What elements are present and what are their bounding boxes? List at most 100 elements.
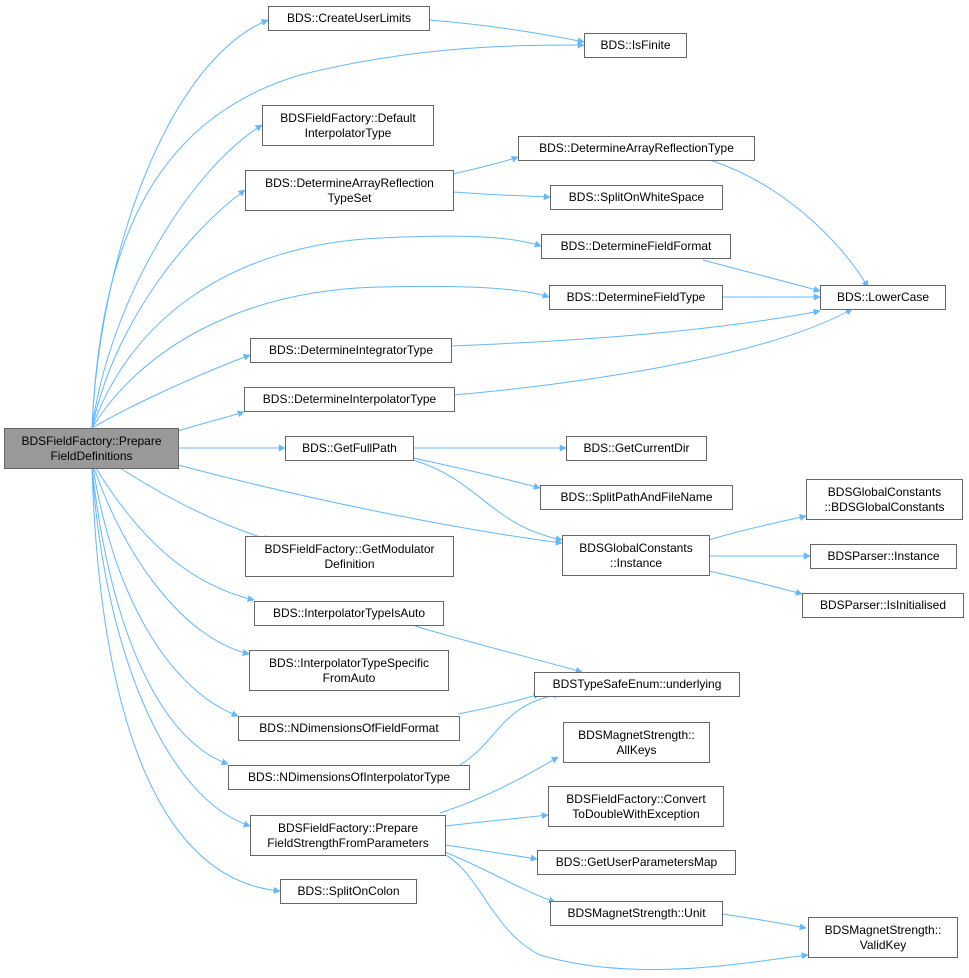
node-line: BDSTypeSafeEnum::underlying	[552, 677, 722, 691]
edge-prep-strength-user-params	[444, 844, 538, 862]
node-line: BDS::DetermineFieldFormat	[560, 239, 712, 253]
node-line: BDSFieldFactory::Convert	[566, 791, 706, 806]
node-determine-interpolator-type[interactable]: BDS::DetermineInterpolatorType	[244, 387, 455, 412]
edge-root-is-finite	[91, 41, 585, 429]
node-line: BDS::DetermineInterpolatorType	[262, 392, 437, 406]
node-default-interpolator-type[interactable]: BDSFieldFactory::Default InterpolatorTyp…	[262, 105, 434, 146]
node-determine-array-reflection-typeset[interactable]: BDS::DetermineArrayReflection TypeSet	[245, 170, 454, 211]
edge-unit-valid-key	[721, 913, 807, 931]
edge-full-path-gc-instance	[412, 459, 563, 543]
node-get-full-path[interactable]: BDS::GetFullPath	[285, 436, 414, 461]
node-global-constants-instance[interactable]: BDSGlobalConstants ::Instance	[562, 535, 710, 576]
node-line: BDSParser::Instance	[827, 549, 940, 563]
node-line: BDS::NDimensionsOfInterpolatorType	[247, 770, 451, 784]
node-convert-to-double-with-exception[interactable]: BDSFieldFactory::Convert ToDoubleWithExc…	[548, 786, 724, 827]
node-interpolator-type-specific-from-auto[interactable]: BDS::InterpolatorTypeSpecific FromAuto	[249, 650, 449, 691]
node-parser-instance[interactable]: BDSParser::Instance	[810, 544, 957, 569]
node-line: BDS::SplitOnWhiteSpace	[568, 190, 705, 204]
node-is-finite[interactable]: BDS::IsFinite	[584, 33, 687, 58]
node-line: BDS::InterpolatorTypeSpecific	[268, 655, 430, 670]
edge-root-default-interp	[91, 124, 263, 429]
edge-root-get-modulator	[119, 467, 271, 542]
node-split-on-colon[interactable]: BDS::SplitOnColon	[280, 879, 417, 904]
node-determine-array-reflection-type[interactable]: BDS::DetermineArrayReflectionType	[518, 136, 755, 161]
edge-root-prep-strength	[91, 467, 251, 828]
node-line: BDSParser::IsInitialised	[819, 598, 947, 612]
node-line: BDSMagnetStrength::	[578, 727, 695, 742]
edge-arr-refl-set-arr-refl	[452, 155, 519, 175]
node-line: FromAuto	[322, 670, 376, 685]
node-split-path-and-file-name[interactable]: BDS::SplitPathAndFileName	[540, 485, 733, 510]
edge-gc-instance-gc-ctor	[708, 514, 807, 541]
node-determine-field-type[interactable]: BDS::DetermineFieldType	[549, 285, 723, 310]
node-line: BDS::SplitPathAndFileName	[560, 490, 713, 504]
node-get-user-parameters-map[interactable]: BDS::GetUserParametersMap	[537, 850, 736, 875]
node-line: Definition	[324, 556, 375, 571]
node-prepare-field-definitions[interactable]: BDSFieldFactory::Prepare FieldDefinition…	[4, 428, 179, 469]
edge-root-det-interp	[177, 410, 245, 432]
edge-root-det-field-format	[91, 235, 542, 429]
node-line: BDSGlobalConstants	[827, 484, 942, 499]
node-parser-is-initialised[interactable]: BDSParser::IsInitialised	[802, 593, 964, 618]
node-line: BDS::GetFullPath	[302, 441, 397, 455]
node-line: BDS::NDimensionsOfFieldFormat	[259, 721, 439, 735]
node-determine-field-format[interactable]: BDS::DetermineFieldFormat	[541, 234, 731, 259]
node-line: AllKeys	[616, 742, 657, 757]
edge-root-split-colon	[91, 467, 281, 894]
edge-prep-strength-unit	[439, 849, 556, 904]
node-line: ToDoubleWithException	[572, 806, 700, 821]
edge-root-interp-specific	[93, 467, 250, 656]
edge-root-create-user-limits	[91, 19, 269, 429]
node-magnet-strength-valid-key[interactable]: BDSMagnetStrength:: ValidKey	[808, 917, 958, 958]
node-line: FieldStrengthFromParameters	[267, 835, 429, 850]
edge-create-user-limits-is-finite	[428, 19, 585, 45]
node-type-safe-enum-underlying[interactable]: BDSTypeSafeEnum::underlying	[534, 672, 740, 697]
edge-ndim-interp-underlying	[459, 691, 561, 766]
node-get-current-dir[interactable]: BDS::GetCurrentDir	[566, 436, 707, 461]
edge-root-ndim-interp	[91, 467, 229, 766]
node-ndimensions-of-interpolator-type[interactable]: BDS::NDimensionsOfInterpolatorType	[228, 765, 470, 790]
edge-root-det-integrator	[91, 353, 251, 429]
node-prepare-field-strength-from-parameters[interactable]: BDSFieldFactory::Prepare FieldStrengthFr…	[250, 815, 446, 856]
node-line: BDS::CreateUserLimits	[286, 11, 412, 25]
node-line: BDS::DetermineArrayReflection	[265, 175, 434, 190]
node-determine-integrator-type[interactable]: BDS::DetermineIntegratorType	[250, 338, 452, 363]
edge-prep-strength-all-keys	[439, 756, 559, 814]
node-line: BDS::IsFinite	[600, 38, 671, 52]
edge-root-gc-instance	[177, 464, 563, 546]
node-line: BDS::DetermineIntegratorType	[268, 343, 434, 357]
node-line: BDS::DetermineFieldType	[566, 290, 706, 304]
edge-gc-instance-parser-is-init	[708, 570, 803, 596]
node-line: BDS::LowerCase	[836, 290, 930, 304]
edge-full-path-split-path	[412, 457, 541, 490]
node-line: BDS::DetermineArrayReflectionType	[539, 141, 734, 155]
node-global-constants-ctor[interactable]: BDSGlobalConstants ::BDSGlobalConstants	[806, 479, 963, 520]
node-create-user-limits[interactable]: BDS::CreateUserLimits	[268, 6, 430, 31]
node-interpolator-type-is-auto[interactable]: BDS::InterpolatorTypeIsAuto	[254, 601, 444, 626]
node-ndimensions-of-field-format[interactable]: BDS::NDimensionsOfFieldFormat	[238, 716, 460, 741]
node-line: BDS::GetCurrentDir	[583, 441, 690, 455]
node-line: BDSFieldFactory::Prepare	[277, 820, 419, 835]
node-split-on-white-space[interactable]: BDS::SplitOnWhiteSpace	[550, 185, 723, 210]
edge-det-field-format-lower-case	[702, 259, 821, 293]
node-magnet-strength-unit[interactable]: BDSMagnetStrength::Unit	[550, 901, 723, 926]
node-get-modulator-definition[interactable]: BDSFieldFactory::GetModulator Definition	[245, 536, 454, 577]
edge-det-interp-lower-case	[453, 308, 853, 396]
edge-root-ndim-field-format	[92, 467, 239, 718]
edge-arr-refl-lower-case	[699, 156, 869, 288]
node-line: ValidKey	[859, 937, 907, 952]
node-lower-case[interactable]: BDS::LowerCase	[820, 285, 946, 310]
node-line: BDSFieldFactory::Prepare	[21, 433, 162, 448]
node-line: BDS::InterpolatorTypeIsAuto	[272, 606, 426, 620]
node-line: ::BDSGlobalConstants	[824, 499, 945, 514]
edge-prep-strength-valid-key	[439, 851, 809, 971]
node-line: BDS::GetUserParametersMap	[555, 855, 718, 869]
node-magnet-strength-all-keys[interactable]: BDSMagnetStrength:: AllKeys	[563, 722, 710, 763]
edge-interp-is-auto-underlying	[414, 625, 583, 674]
node-line: FieldDefinitions	[50, 448, 133, 463]
edge-prep-strength-convert-double	[444, 812, 549, 827]
node-line: BDSFieldFactory::Default	[280, 110, 416, 125]
edge-root-det-field-type	[91, 285, 550, 429]
